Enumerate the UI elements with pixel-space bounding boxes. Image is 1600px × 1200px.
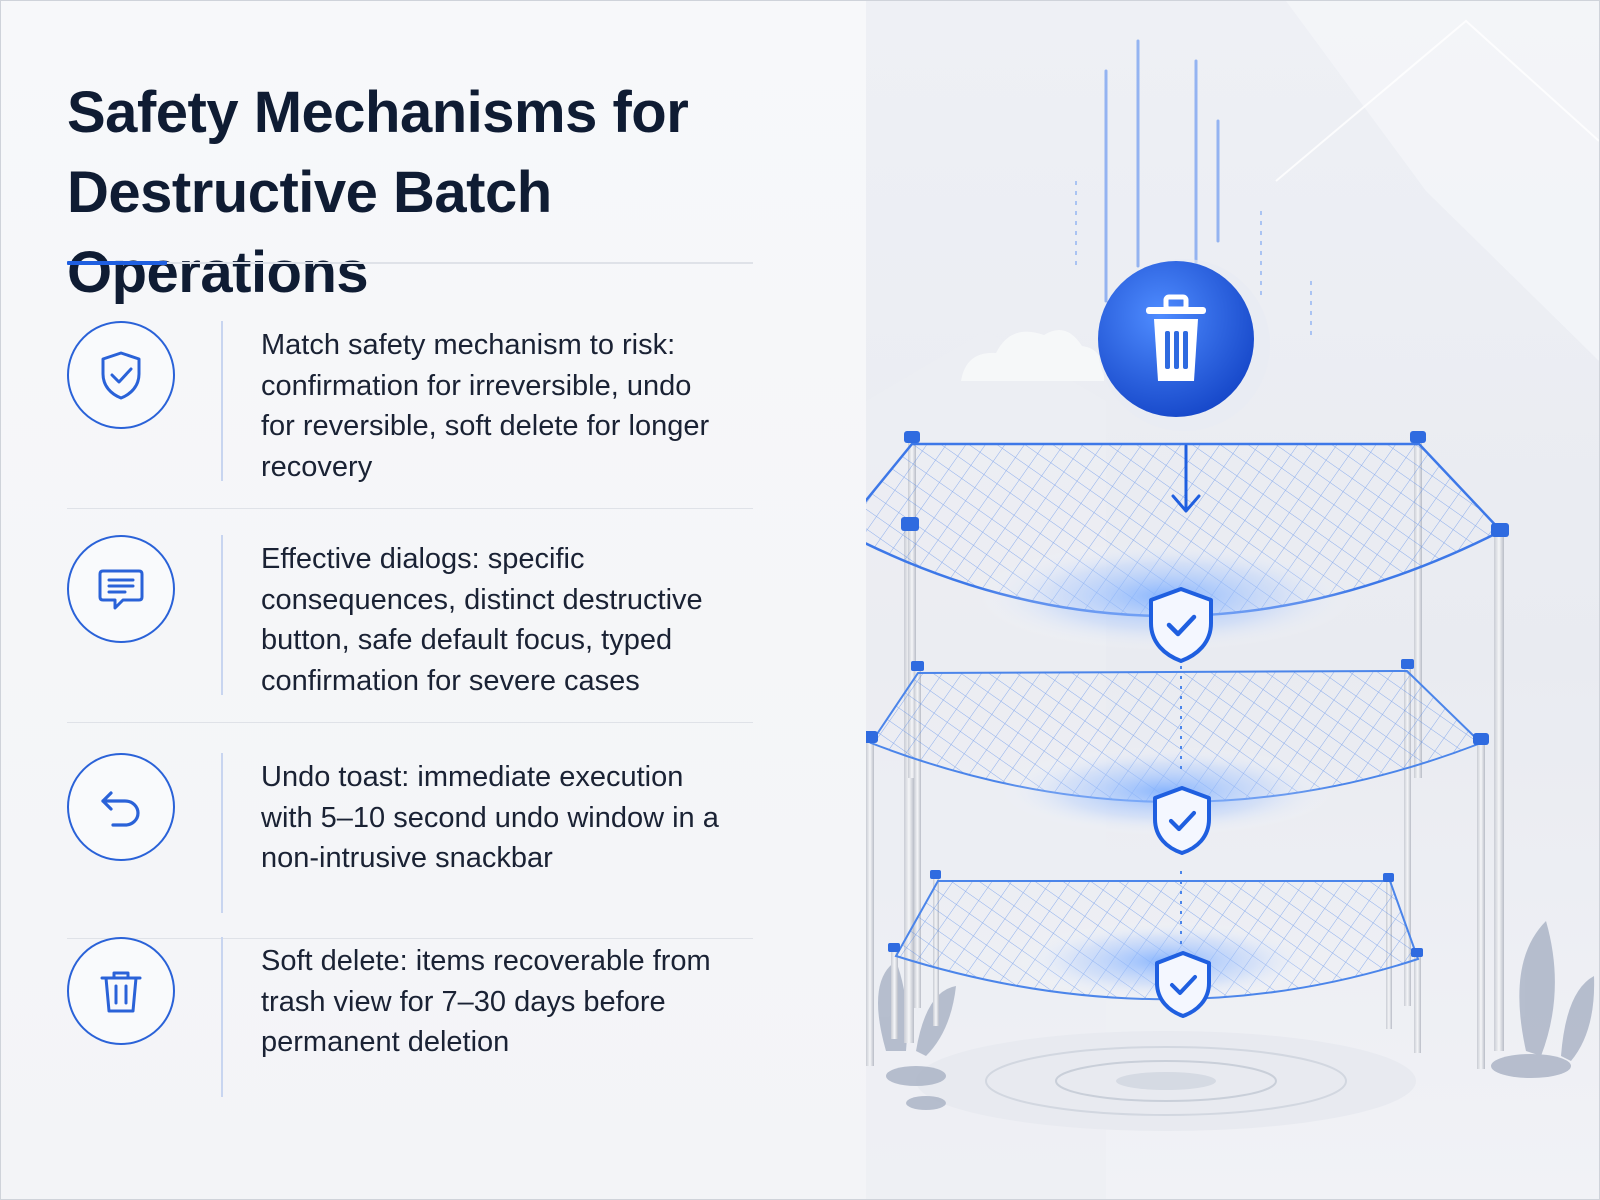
list-item: Undo toast: immediate execution with 5–1…	[67, 753, 753, 941]
list-item: Soft delete: items recoverable from tras…	[67, 937, 753, 1125]
page-title: Safety Mechanisms for Destructive Batch …	[67, 80, 689, 305]
row-divider	[67, 508, 753, 509]
chat-message-icon	[67, 535, 175, 643]
title-accent-bar	[67, 261, 167, 265]
safety-net-illustration	[866, 1, 1599, 1199]
item-text: Match safety mechanism to risk: confirma…	[261, 329, 710, 483]
text-panel: Safety Mechanisms for Destructive Batch …	[1, 1, 866, 1199]
title-divider	[67, 262, 753, 264]
shield-check-icon	[67, 321, 175, 429]
list-item: Match safety mechanism to risk: confirma…	[67, 321, 753, 509]
illustration-panel	[866, 1, 1599, 1199]
row-separator-line	[221, 753, 223, 913]
row-separator-line	[221, 321, 223, 481]
row-divider	[67, 722, 753, 723]
shield-check-icon	[1155, 951, 1211, 1018]
item-text: Effective dialogs: specific consequences…	[261, 543, 703, 697]
row-separator-line	[221, 937, 223, 1097]
shield-check-icon	[1153, 786, 1211, 855]
trash-icon	[67, 937, 175, 1045]
row-divider	[67, 938, 753, 939]
shield-check-icon	[1149, 587, 1213, 663]
list-item: Effective dialogs: specific consequences…	[67, 535, 753, 723]
item-text: Soft delete: items recoverable from tras…	[261, 945, 711, 1058]
trash-icon	[1098, 259, 1270, 431]
undo-arrow-icon	[67, 753, 175, 861]
row-separator-line	[221, 535, 223, 695]
item-text: Undo toast: immediate execution with 5–1…	[261, 761, 719, 874]
